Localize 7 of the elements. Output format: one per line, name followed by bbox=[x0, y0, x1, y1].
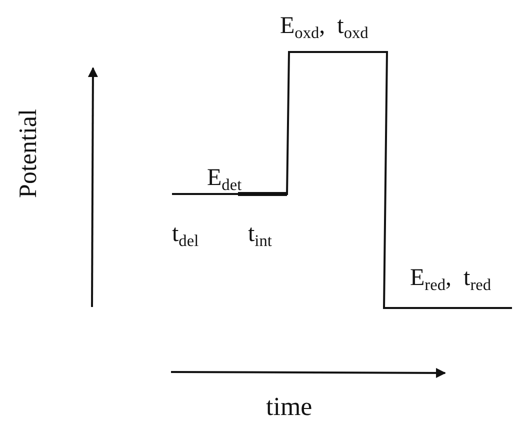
axis-label: Potential bbox=[16, 109, 41, 198]
time-label: t$_{del}$ bbox=[172, 222, 199, 250]
axis-label: time bbox=[266, 394, 312, 420]
level-label: E$_{det}$ bbox=[207, 166, 242, 194]
axis-label: E$_{oxd}$, t$_{oxd}$ bbox=[280, 14, 368, 42]
level-label: E$_{red}$, t$_{red}$ bbox=[410, 266, 492, 294]
time-label: t$_{int}$ bbox=[248, 222, 272, 250]
